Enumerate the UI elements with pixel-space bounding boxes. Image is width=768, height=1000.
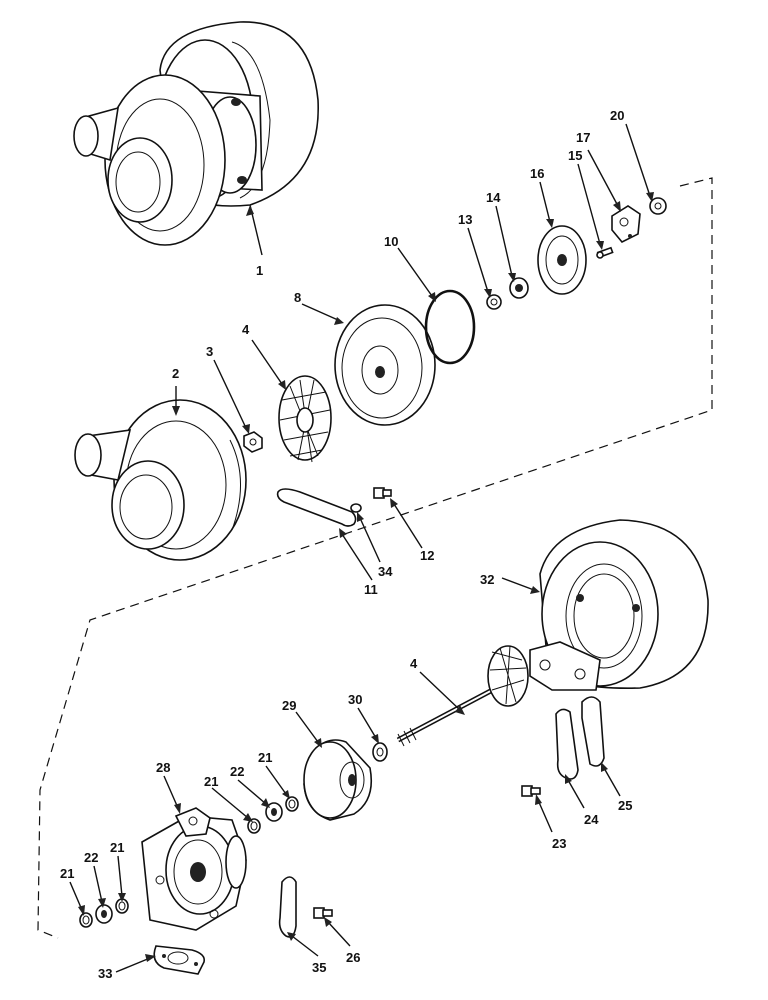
callout-1: 1 xyxy=(256,263,263,278)
part-10-o-ring xyxy=(424,289,476,365)
callout-25: 25 xyxy=(618,798,632,813)
part-20-nut xyxy=(649,197,667,215)
part-8-backplate xyxy=(334,304,436,426)
callout-13: 13 xyxy=(458,212,472,227)
callout-16: 16 xyxy=(530,166,544,181)
part-26-bolt xyxy=(313,907,333,919)
lower-bearing-group xyxy=(79,898,129,928)
callout-4-lower: 4 xyxy=(410,656,418,671)
callout-35: 35 xyxy=(312,960,326,975)
part-29-heat-shield xyxy=(303,739,373,821)
part-4-compressor-wheel xyxy=(278,375,332,463)
callout-11: 11 xyxy=(364,582,378,597)
part-11-plate xyxy=(276,488,357,527)
part-13-ring xyxy=(486,294,502,310)
part-33-gasket xyxy=(153,945,206,975)
callout-4-upper: 4 xyxy=(242,322,250,337)
callout-30: 30 xyxy=(348,692,362,707)
callout-21-c: 21 xyxy=(60,866,74,881)
callout-22-b: 22 xyxy=(84,850,98,865)
callout-21-a: 21 xyxy=(204,774,218,789)
part-35-plate xyxy=(278,876,297,938)
part-3-nut xyxy=(243,431,263,453)
callout-32: 32 xyxy=(480,572,494,587)
part-2-compressor-cover xyxy=(74,399,247,561)
callout-labels: 1 2 3 4 8 10 13 14 16 15 17 20 11 34 12 … xyxy=(60,108,632,981)
callout-20: 20 xyxy=(610,108,624,123)
part-34-washer xyxy=(350,503,362,513)
callout-15: 15 xyxy=(568,148,582,163)
part-4-turbine-wheel-shaft xyxy=(396,645,529,747)
part-14-thrust-collar xyxy=(509,277,529,299)
callout-29: 29 xyxy=(282,698,296,713)
callout-10: 10 xyxy=(384,234,398,249)
callout-14: 14 xyxy=(486,190,501,205)
callout-23: 23 xyxy=(552,836,566,851)
part-23-bolt xyxy=(521,785,541,797)
part-15-screw xyxy=(596,246,614,259)
callout-21-b: 21 xyxy=(258,750,272,765)
callout-17: 17 xyxy=(576,130,590,145)
callout-8: 8 xyxy=(294,290,301,305)
part-25-plate xyxy=(581,696,605,767)
part-1-turbocharger-assembly xyxy=(73,21,319,246)
callout-2: 2 xyxy=(172,366,179,381)
part-12-bolt xyxy=(373,487,392,499)
part-24-plate xyxy=(555,708,579,780)
callout-33: 33 xyxy=(98,966,112,981)
callout-24: 24 xyxy=(584,812,599,827)
part-16-thrust-bearing xyxy=(537,225,587,295)
callout-34: 34 xyxy=(378,564,393,579)
part-30-seal-ring xyxy=(372,742,388,762)
callout-21-d: 21 xyxy=(110,840,124,855)
callout-22-a: 22 xyxy=(230,764,244,779)
callout-12: 12 xyxy=(420,548,434,563)
part-32-turbine-housing xyxy=(529,519,709,691)
callout-3: 3 xyxy=(206,344,213,359)
part-28-center-housing xyxy=(141,807,247,931)
callout-26: 26 xyxy=(346,950,360,965)
upper-bearing-group xyxy=(247,796,299,834)
callout-28: 28 xyxy=(156,760,170,775)
leader-lines xyxy=(69,123,654,973)
dashed-alignment-line xyxy=(37,177,713,939)
part-17-lock-plate xyxy=(611,205,641,243)
